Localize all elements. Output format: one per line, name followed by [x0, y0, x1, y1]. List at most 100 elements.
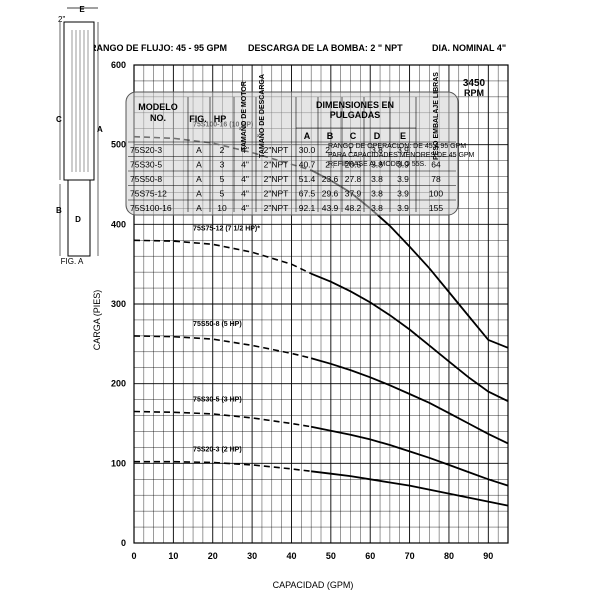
x-tick-label: 40 [286, 551, 296, 561]
th-dim-B: B [327, 131, 334, 141]
cell-D: 3.8 [371, 203, 383, 213]
cell-model: 75S20-3 [130, 145, 162, 155]
nominal-dia-label: DIA. NOMINAL 4" [432, 43, 507, 53]
cell-model: 75S50-8 [130, 174, 162, 184]
curve-dashed-4 [134, 460, 312, 473]
curve-label-1: 75S75-12 (7 1/2 HP)* [193, 225, 260, 232]
cell-C: 20.5 [345, 160, 362, 170]
curve-solid-2 [310, 357, 509, 445]
x-tick-label: 50 [326, 551, 336, 561]
cell-C: 27.8 [345, 174, 362, 184]
x-tick-label: 20 [208, 551, 218, 561]
rpm-unit: RPM [464, 88, 484, 98]
motor-body [67, 179, 91, 257]
y-tick-label: 200 [111, 379, 126, 389]
cell-A: 30.0 [299, 145, 316, 155]
cell-weight: 155 [429, 203, 443, 213]
cell-fig: A [196, 145, 202, 155]
dim-e-label: E [79, 5, 85, 14]
cell-A: 40.7 [299, 160, 316, 170]
pump-dimension-figure: E 2" A C B D FIG. A [56, 5, 103, 266]
cell-C: 48.2 [345, 203, 362, 213]
th-hp: HP [214, 114, 227, 124]
cell-E: 3.9 [397, 203, 409, 213]
cell-hp: 5 [220, 174, 225, 184]
cell-E: 3.9 [397, 145, 409, 155]
th-dim-A: A [304, 131, 311, 141]
cell-E: 3.9 [397, 189, 409, 199]
cell-hp: 10 [217, 203, 227, 213]
x-tick-label: 60 [365, 551, 375, 561]
curve-dashed-2 [133, 335, 312, 359]
discharge-label: DESCARGA DE LA BOMBA: 2 " NPT [248, 43, 403, 53]
cell-B: 2.. [325, 160, 334, 170]
y-tick-label: 300 [111, 299, 126, 309]
cell-B: 43.9 [322, 203, 339, 213]
cell-model: 75S100-16 [130, 203, 172, 213]
th-motor-size: TAMAÑO DE MOTOR [239, 81, 248, 151]
cell-A: 67.5 [299, 189, 316, 199]
cell-motor: 4" [241, 145, 249, 155]
curve-solid-1 [310, 272, 509, 403]
cell-model: 75S30-5 [130, 160, 162, 170]
x-tick-label: 70 [405, 551, 415, 561]
flow-range-label: RANGO DE FLUJO: 45 - 95 GPM [90, 43, 228, 53]
cell-motor: 4" [241, 160, 249, 170]
cell-hp: 2 [220, 145, 225, 155]
cell-discharge: 2"NPT [264, 203, 289, 213]
y-tick-label: 0 [121, 538, 126, 548]
cell-E: 3.9 [397, 174, 409, 184]
cell-fig: A [196, 160, 202, 170]
th-discharge-size: TAMAÑO DE DESCARGA [257, 74, 266, 158]
th-fig: FIG. [189, 114, 207, 124]
dim-b-label: B [56, 206, 62, 215]
cell-E: 3.9 [397, 160, 409, 170]
dim-c-label: C [56, 115, 62, 124]
cell-D: 3.8 [371, 189, 383, 199]
cell-C: 37.9 [345, 189, 362, 199]
cell-discharge: 2"NPT [264, 160, 289, 170]
cell-B: 2.. [325, 145, 334, 155]
cell-fig: A [196, 189, 202, 199]
x-tick-label: 10 [168, 551, 178, 561]
cell-model: 75S75-12 [130, 189, 167, 199]
operating-range-note: RANGO DE OPERACION: DE 45 A 95 GPM PARA … [328, 143, 476, 168]
figure-caption: FIG. A [61, 257, 84, 266]
curve-solid-4 [311, 470, 509, 507]
cell-D: 3.8 [371, 160, 383, 170]
cell-discharge: 2"NPT [264, 174, 289, 184]
curve-label-2: 75S50-8 (5 HP) [193, 321, 242, 328]
y-tick-label: 600 [111, 60, 126, 70]
pump-body [63, 21, 95, 181]
curve-label-3: 75S30-5 (3 HP) [193, 397, 242, 404]
y-axis-title: CARGA (PIES) [92, 290, 102, 351]
cell-B: 29.6 [322, 189, 339, 199]
cell-hp: 5 [220, 189, 225, 199]
th-dim-C: C [350, 131, 357, 141]
cell-weight: 78 [431, 174, 441, 184]
dim-d-label: D [75, 215, 81, 224]
cell-A: 51.4 [299, 174, 316, 184]
y-tick-label: 500 [111, 140, 126, 150]
plot-frame [133, 64, 509, 544]
cell-fig: A [196, 203, 202, 213]
dim-a-label: A [97, 125, 103, 134]
x-tick-label: 90 [483, 551, 493, 561]
cell-weight: 64 [431, 160, 441, 170]
cell-discharge: 2"NPT [264, 145, 289, 155]
spec-table-background [125, 91, 459, 216]
cell-discharge: 2"NPT [264, 189, 289, 199]
x-axis-title: CAPACIDAD (GPM) [273, 580, 354, 590]
pump-ribs [71, 30, 89, 172]
curve-dashed-3 [133, 410, 312, 428]
cell-C: 1.. [348, 145, 357, 155]
cell-fig: A [196, 174, 202, 184]
